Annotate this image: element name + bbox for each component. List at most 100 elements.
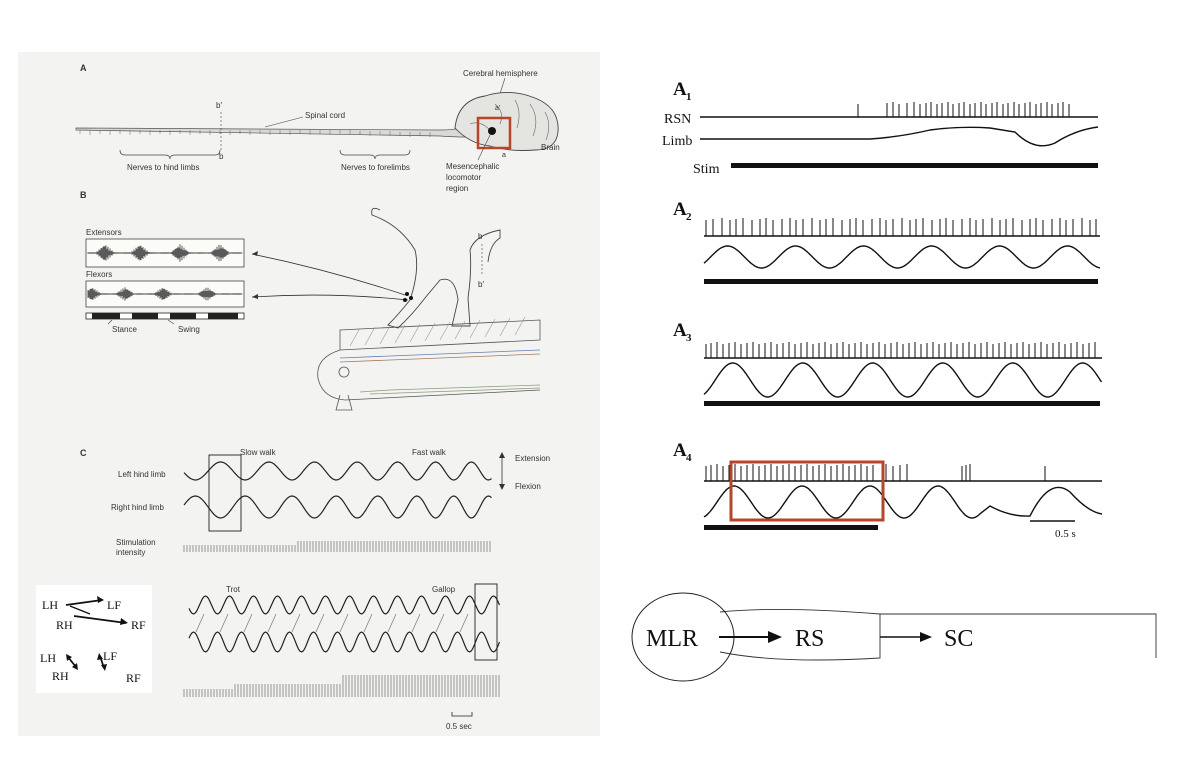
a3-limb-trace <box>703 362 1103 398</box>
treadmill-hatching <box>349 316 526 347</box>
stance-block-2 <box>132 313 158 319</box>
a1-rsn-spikes <box>857 102 1070 117</box>
extensors-emg-trace <box>87 244 243 262</box>
arrow-rh-rf <box>73 615 127 624</box>
spinal-cord-pointer <box>264 116 304 128</box>
trot-phase-link <box>219 613 229 633</box>
right-hind-limb-trace <box>183 495 492 519</box>
trot-phase-link <box>243 613 253 633</box>
a4-limb-trace <box>703 485 1103 519</box>
panel-b: B Extensors Flexors Stance Swing <box>80 190 541 411</box>
flexion-label: Flexion <box>515 482 541 491</box>
panel-a2-letter: A <box>673 199 687 220</box>
panel-a4-subscript: 4 <box>686 452 692 464</box>
swing-label: Swing <box>178 325 200 334</box>
brain-outline <box>454 92 559 151</box>
rsn-label: RSN <box>664 112 691 127</box>
stim-intensity-line1: Stimulation <box>116 538 156 547</box>
stance-block-3 <box>170 313 196 319</box>
limb-label: Limb <box>662 134 692 149</box>
rs-to-sc-arrowhead <box>920 632 932 642</box>
stance-swing-bar <box>85 312 245 320</box>
treadmill-axle <box>338 366 350 378</box>
panel-a1-letter: A <box>673 79 687 100</box>
trot-phase-link <box>315 613 325 633</box>
panel-b-label: B <box>80 190 87 200</box>
flexors-label: Flexors <box>86 270 112 279</box>
a2-limb-trace <box>703 245 1101 269</box>
time-scale-label: 0.5 sec <box>446 722 472 731</box>
right-hind-limb-label: Right hind limb <box>111 503 164 512</box>
swing-pointer <box>167 319 175 325</box>
trot-phase-link <box>363 613 373 633</box>
gait-key-box <box>36 585 152 693</box>
gallop-box <box>474 583 498 661</box>
left-hind-limb-trace <box>183 461 492 481</box>
panel-a3-label: A 3 <box>673 320 692 344</box>
trot-phase-link <box>195 613 205 633</box>
brain-folds <box>469 99 550 141</box>
trot-phase-link <box>435 613 445 633</box>
panel-a4-label: A 4 <box>673 440 692 464</box>
trot-phase-link <box>411 613 421 633</box>
panel-a1-label: A 1 <box>673 79 692 103</box>
treadmill-top-belt <box>339 319 541 351</box>
gait-lh-top: LH <box>42 598 58 612</box>
stim-intensity-line2: intensity <box>116 548 145 557</box>
stance-block-4 <box>208 313 238 319</box>
a4-rsn-spikes <box>705 464 1046 481</box>
arrow-lh-lf-head <box>97 596 104 603</box>
trot-phase-link <box>291 613 301 633</box>
a3-stim-bar <box>704 401 1100 406</box>
trot-phase-link <box>339 613 349 633</box>
gallop-label: Gallop <box>432 585 456 594</box>
arrow-lh-lf <box>65 599 103 606</box>
gait-lh-bottom: LH <box>40 651 56 665</box>
trot-bottom-trace <box>188 631 501 653</box>
panel-c-label: C <box>80 448 87 458</box>
cerebral-hemisphere-label: Cerebral hemisphere <box>463 69 538 78</box>
panel-a3-subscript: 3 <box>686 332 692 344</box>
mlr-node: MLR <box>646 626 698 652</box>
mark-b-a: b <box>219 152 224 161</box>
mlr-label-line1: Mesencephalic <box>446 162 499 171</box>
stim-intensity-ticks-walk <box>183 541 491 552</box>
left-figure: A Cerebral hemisphere Spinal cord Brain … <box>18 52 600 736</box>
a4-highlight-box <box>729 460 885 522</box>
mlr-to-rs-arrowhead <box>768 631 782 643</box>
stim-label: Stim <box>693 162 720 177</box>
nerves-fore-label: Nerves to forelimbs <box>341 163 410 172</box>
treadmill-rail-2 <box>339 353 541 363</box>
sc-node: SC <box>944 626 973 652</box>
cat-outline <box>371 207 501 329</box>
extensors-label: Extensors <box>86 228 122 237</box>
trot-top-trace <box>188 595 501 615</box>
flexor-wire <box>251 294 409 301</box>
fore-nerves-brace <box>339 149 411 160</box>
arrow-rh-rf-head <box>120 618 128 625</box>
a1-limb-trace <box>700 126 1099 147</box>
panel-a2-label: A 2 <box>673 199 692 223</box>
circuit-schematic: MLR RS SC <box>631 592 1157 682</box>
spinal-cord-label: Spinal cord <box>305 111 345 120</box>
a1-stim-bar <box>731 163 1098 168</box>
stance-label: Stance <box>112 325 137 334</box>
electrode-2 <box>409 296 413 300</box>
gait-rf-bottom: RF <box>126 671 141 685</box>
mark-b-b: b <box>478 232 483 241</box>
nerves-hind-label: Nerves to hind limbs <box>127 163 199 172</box>
trot-label: Trot <box>226 585 241 594</box>
trot-phase-link <box>459 613 469 633</box>
gait-rh-top: RH <box>56 618 73 632</box>
gait-lf-top: LF <box>107 598 121 612</box>
treadmill-lower-belt <box>359 384 541 395</box>
flexors-emg-trace <box>87 287 243 301</box>
stim-intensity-ticks-run <box>183 675 500 697</box>
electrode-1 <box>405 292 409 296</box>
panel-a4-letter: A <box>673 440 687 461</box>
panel-a1-subscript: 1 <box>686 91 692 103</box>
spinal-nerve-roots <box>79 130 431 137</box>
mlr-label-line3: region <box>446 184 468 193</box>
a3-rsn-spikes <box>705 342 1096 358</box>
